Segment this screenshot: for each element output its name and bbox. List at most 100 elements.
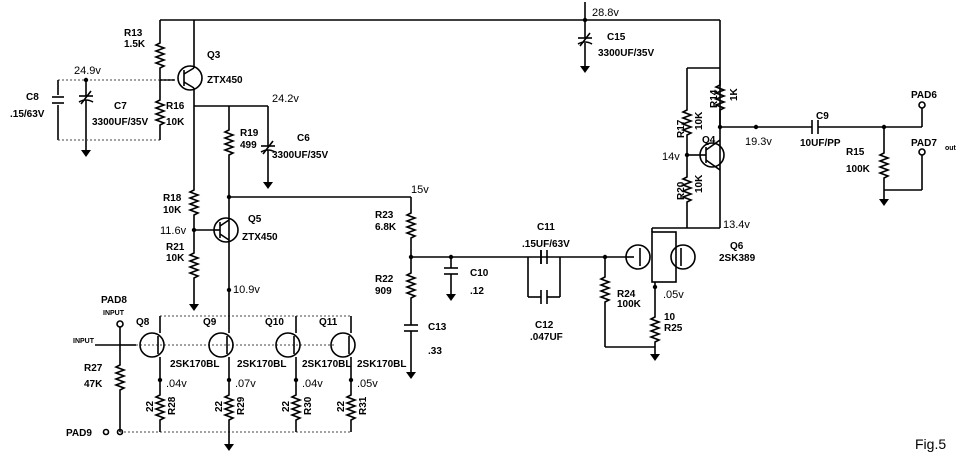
label-c8-value: .15/63V (10, 109, 45, 120)
label-r19: R19 (240, 128, 259, 139)
label-r16: R16 (166, 101, 185, 112)
c15-capacitor (577, 20, 593, 74)
label-r23-value: 6.8K (375, 222, 397, 233)
label-r19-value: 499 (240, 140, 257, 151)
label-r27: R27 (84, 363, 103, 374)
label-pad9: PAD9 (66, 428, 92, 439)
q9-jfet (208, 332, 234, 358)
label-r15-value: 100K (846, 164, 871, 175)
label-r20-value: 10K (694, 174, 705, 193)
label-07v: .07v (235, 378, 256, 390)
label-r17-value: 10K (694, 111, 705, 130)
label-r15: R15 (846, 147, 865, 158)
label-c10: C10 (470, 268, 489, 279)
label-c15: C15 (607, 32, 626, 43)
label-c8: C8 (26, 92, 39, 103)
label-13-4v: 13.4v (723, 219, 750, 231)
label-q6: Q6 (730, 241, 744, 252)
q5-bias-network (188, 106, 214, 312)
label-r14: R14 (709, 89, 720, 108)
label-q5: Q5 (248, 214, 262, 225)
gate-network (408, 250, 661, 362)
label-c11-value: .15UF/63V (522, 239, 570, 250)
q8-jfet (139, 332, 165, 358)
label-r30-value: 22 (281, 400, 292, 412)
label-11-6v: 11.6v (160, 225, 187, 237)
label-c7-value: 3300UF/35V (92, 117, 148, 128)
label-r28: R28 (167, 396, 178, 415)
label-c6-value: 3300UF/35V (272, 150, 328, 161)
label-r21-value: 10K (166, 253, 185, 264)
label-24-9v: 24.9v (74, 65, 101, 77)
label-04v-b: .04v (302, 378, 323, 390)
label-c6: C6 (297, 133, 310, 144)
label-r16-value: 10K (166, 117, 185, 128)
label-r25: R25 (664, 323, 683, 334)
label-c9-value: 10UF/PP (800, 138, 841, 149)
label-r13: R13 (124, 28, 143, 39)
label-04v-a: .04v (166, 378, 187, 390)
q3-transistor (177, 20, 203, 106)
label-pad7: PAD7 (911, 138, 937, 149)
label-q9: Q9 (203, 317, 217, 328)
label-pad6: PAD6 (911, 90, 937, 101)
label-r31-value: 22 (336, 400, 347, 412)
label-r13-value: 1.5K (124, 39, 146, 50)
input-stage (95, 316, 356, 452)
label-c13: C13 (428, 322, 447, 333)
label-19-3v: 19.3v (745, 136, 772, 148)
label-r18: R18 (163, 193, 182, 204)
output-stage (682, 67, 922, 228)
label-r29-value: 22 (214, 400, 225, 412)
label-c11: C11 (537, 222, 555, 233)
label-pad8-input: INPUT (103, 310, 125, 317)
label-c12: C12 (535, 320, 554, 331)
q6-dual-jfet (625, 227, 720, 348)
r15-output-load (878, 101, 926, 207)
label-q3: Q3 (207, 50, 221, 61)
q4-transistor (699, 139, 725, 171)
node-24-9v (52, 77, 175, 158)
label-r30: R30 (303, 396, 314, 415)
node-10-9v (160, 287, 350, 317)
label-q8-type: 2SK170BL (170, 359, 219, 370)
label-c9: C9 (816, 111, 829, 122)
label-r14-value: 1K (729, 87, 740, 101)
label-q10-type: 2SK170BL (302, 359, 351, 370)
label-05v-b: .05v (357, 378, 378, 390)
label-r20: R20 (676, 181, 687, 200)
label-c7: C7 (114, 101, 127, 112)
label-r31: R31 (358, 396, 369, 415)
label-15v: 15v (411, 184, 429, 196)
label-c13-value: .33 (428, 346, 442, 357)
label-q4: Q4 (702, 135, 716, 146)
label-r23: R23 (375, 210, 394, 221)
label-r22: R22 (375, 274, 394, 285)
q5-transistor (213, 217, 239, 243)
label-q10: Q10 (265, 317, 284, 328)
label-c12-value: .047UF (530, 332, 563, 343)
node-15v (226, 194, 418, 380)
label-r28-value: 22 (145, 400, 156, 412)
label-c15-value: 3300UF/35V (598, 48, 654, 59)
label-10-9v: 10.9v (233, 284, 260, 296)
label-q9-type: 2SK170BL (237, 359, 286, 370)
label-14v: 14v (662, 151, 680, 163)
label-24-2v: 24.2v (272, 93, 299, 105)
node-24-2v (194, 105, 276, 290)
label-q6-type: 2SK389 (719, 253, 756, 264)
label-q8: Q8 (136, 317, 150, 328)
rail-28v (155, 2, 721, 228)
label-c10-value: .12 (470, 286, 484, 297)
label-r21: R21 (166, 242, 185, 253)
label-r25-value: 10 (664, 312, 676, 323)
label-r24-value: 100K (617, 299, 642, 310)
label-r24: R24 (617, 289, 636, 300)
label-r27-value: 47K (84, 379, 103, 390)
q10-jfet (275, 332, 301, 358)
label-input: INPUT (73, 338, 95, 345)
label-r17: R17 (676, 119, 687, 138)
label-05v-q6: .05v (663, 289, 684, 301)
label-r22-value: 909 (375, 286, 392, 297)
